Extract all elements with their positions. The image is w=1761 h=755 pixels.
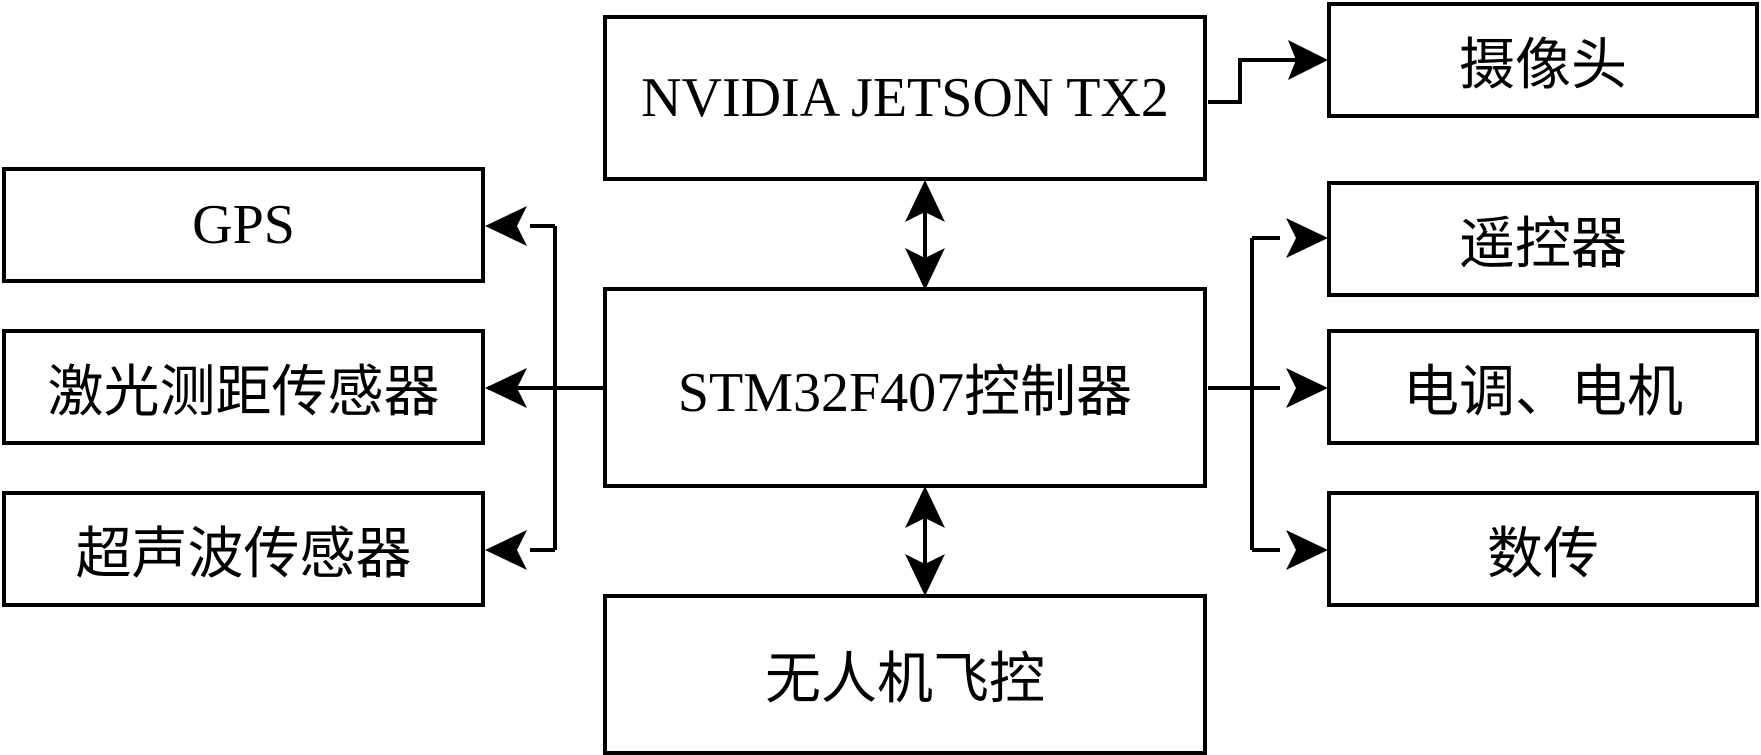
node-camera: 摄像头: [1327, 2, 1759, 118]
node-datalink-label: 数传: [1487, 523, 1599, 586]
node-gps-label: GPS: [192, 194, 295, 256]
arrowhead-laser: [485, 368, 527, 408]
arrowhead-jetson-up: [905, 180, 945, 222]
node-esc-motor-label: 电调、电机: [1403, 361, 1683, 424]
node-remote-label: 遥控器: [1459, 213, 1627, 276]
arrowhead-gps: [485, 206, 527, 246]
node-jetson: NVIDIA JETSON TX2: [603, 15, 1207, 181]
arrowhead-remote: [1286, 218, 1328, 258]
arrowhead-stm32-up: [905, 486, 945, 528]
node-laser-label: 激光测距传感器: [47, 361, 440, 424]
node-flight-controller-label: 无人机飞控: [765, 649, 1045, 711]
arrowhead-esc: [1286, 368, 1328, 408]
node-remote: 遥控器: [1327, 181, 1759, 297]
node-esc-motor: 电调、电机: [1327, 329, 1759, 445]
node-gps: GPS: [2, 167, 485, 283]
arrowhead-flightctrl-down: [905, 554, 945, 596]
node-ultrasonic-label: 超声波传感器: [75, 523, 412, 586]
arrowhead-ultrasonic: [485, 530, 527, 570]
node-laser: 激光测距传感器: [2, 329, 485, 445]
arrowhead-camera: [1288, 40, 1328, 80]
node-ultrasonic: 超声波传感器: [2, 491, 485, 607]
node-flight-controller: 无人机飞控: [603, 594, 1207, 755]
arrowhead-stm32-down: [905, 248, 945, 290]
node-stm32-label: STM32F407控制器: [677, 362, 1133, 424]
edge-jetson-camera: [1208, 58, 1296, 104]
node-stm32: STM32F407控制器: [603, 287, 1207, 488]
node-datalink: 数传: [1327, 491, 1759, 607]
arrowhead-datalink: [1286, 530, 1328, 570]
node-jetson-label: NVIDIA JETSON TX2: [641, 67, 1169, 129]
node-camera-label: 摄像头: [1459, 34, 1627, 97]
